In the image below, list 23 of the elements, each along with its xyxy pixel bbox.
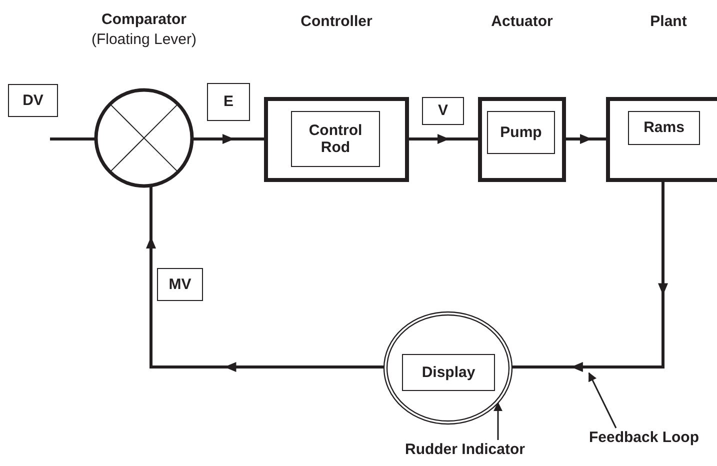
component-label: Rams: [628, 111, 700, 145]
component-label: Pump: [487, 111, 555, 154]
component-label: Control Rod: [291, 111, 380, 167]
block-title: Actuator: [490, 12, 554, 32]
signal-label: MV: [157, 268, 203, 301]
signal-label: DV: [8, 84, 58, 117]
block-title: Plant: [649, 12, 688, 32]
component-label: Display: [402, 354, 495, 391]
leader-line: [494, 402, 502, 440]
signal-label: V: [422, 97, 464, 125]
signal-line: [50, 138, 95, 140]
signal-label: E: [207, 83, 250, 121]
leader-line: [588, 372, 617, 428]
feedback-arrow: [146, 186, 384, 372]
block-subtitle: (Floating Lever): [90, 30, 198, 50]
block-title: Controller: [300, 12, 374, 32]
arrow: [193, 134, 264, 144]
arrow: [566, 134, 606, 144]
arrow: [409, 134, 478, 144]
block-title: Comparator: [100, 10, 188, 30]
callout-text: Rudder Indicator: [395, 440, 535, 460]
callout-text: Feedback Loop: [576, 428, 712, 448]
feedback-arrow: [512, 182, 668, 372]
